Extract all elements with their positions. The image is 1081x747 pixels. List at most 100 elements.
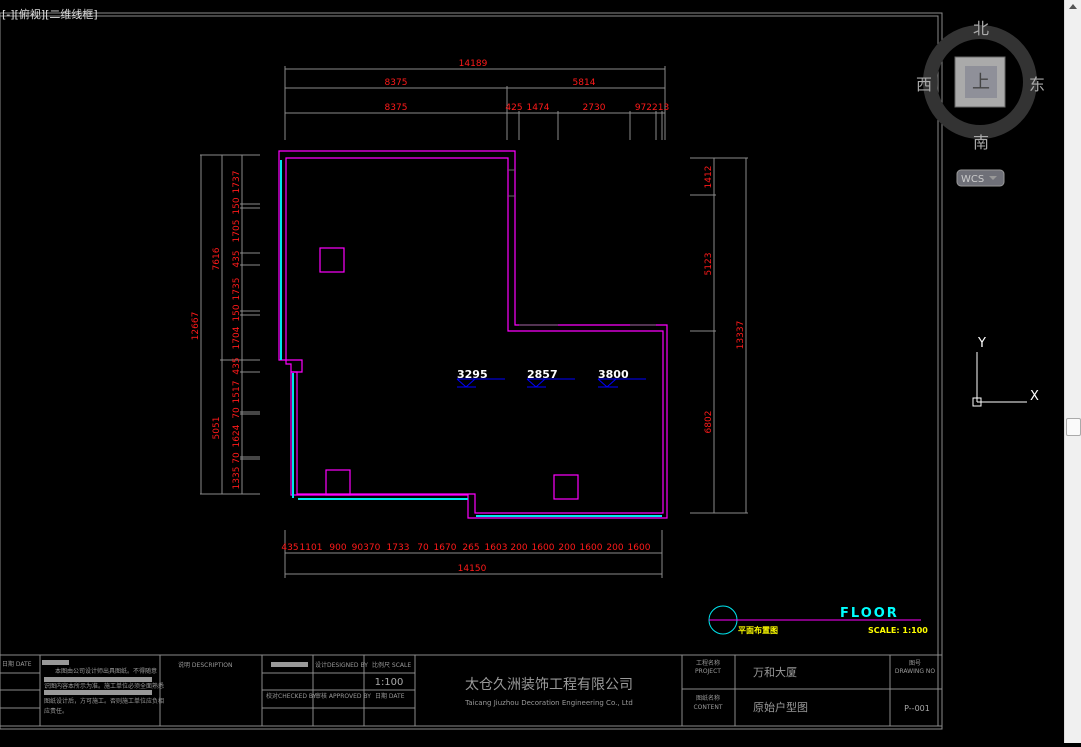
note-line: 应责任。 [44, 707, 68, 715]
ucs-y-label: Y [977, 336, 986, 351]
title-block: 日期 DATE 本图由公司设计师出具图纸。不得随意 识图内容本所示为准。施工单位… [0, 654, 942, 727]
viewcube[interactable]: 上 北 南 东 西 WCS [916, 19, 1045, 187]
approved-by-label: 审核 APPROVED BY [315, 692, 371, 700]
drawing-no-label: 图号 [909, 660, 921, 667]
dim-text: 1624 [232, 424, 242, 447]
content-label-en: CONTENT [693, 704, 722, 711]
dim-text: 5051 [212, 417, 222, 440]
project-label-en: PROJECT [695, 668, 721, 675]
viewport-controls-label[interactable]: [-][俯视][二维线框] [2, 8, 98, 21]
dim-text: 1737 [232, 171, 242, 194]
level-marks: 3295 2857 3800 [456, 368, 646, 388]
svg-text:2857: 2857 [527, 368, 558, 381]
dim-text: 70 [417, 543, 429, 553]
dim-text: 14150 [458, 564, 487, 574]
svg-text:FLOOR: FLOOR [840, 606, 899, 621]
scale-label: 比例尺 SCALE [372, 661, 411, 669]
dim-text: 150 [232, 197, 242, 214]
dim-text: 265 [462, 543, 479, 553]
svg-text:SCALE: 1:100: SCALE: 1:100 [868, 626, 928, 635]
dim-text: 972213 [635, 103, 669, 113]
dim-text: 425 [505, 103, 522, 113]
dim-text: 1517 [232, 381, 242, 404]
dim-text: 7616 [212, 247, 222, 270]
viewcube-top-label[interactable]: 上 [972, 72, 990, 93]
dim-text: 200 [510, 543, 527, 553]
drawing-no-label-en: DRAWING NO [895, 668, 936, 675]
inner-wall [285, 157, 664, 514]
dim-text: 1735 [232, 278, 242, 301]
column [553, 474, 579, 500]
dim-text: 5123 [704, 253, 714, 276]
scroll-up-arrow-icon[interactable] [1069, 4, 1077, 9]
checked-by-label: 校对CHECKED BY [266, 692, 317, 700]
dim-text: 1733 [387, 543, 410, 553]
column [325, 469, 351, 496]
svg-text:3295: 3295 [457, 368, 488, 381]
dim-text: 6802 [704, 411, 714, 434]
note-line: 本图由公司设计师出具图纸。不得随意 [55, 667, 157, 675]
dim-text: 90370 [352, 543, 381, 553]
scroll-thumb[interactable] [1066, 418, 1081, 436]
ucs-icon: Y X [972, 336, 1039, 407]
dim-text: 1600 [532, 543, 555, 553]
right-dimensions: 1412 5123 6802 13337 [690, 157, 748, 514]
level-mark: 3800 [597, 368, 646, 388]
bottom-dimensions: 435 1101 900 90370 1733 70 1670 265 1603… [281, 530, 663, 578]
dim-text: 1412 [704, 166, 714, 189]
dim-text: 1600 [580, 543, 603, 553]
note-line: 识图内容本所示为准。施工单位必须全面熟悉 [44, 682, 164, 690]
content-value: 原始户型图 [753, 700, 808, 714]
dim-text: 1101 [300, 543, 323, 553]
top-dimensions: 14189 8375 5814 8375 425 1474 2730 97221… [284, 59, 669, 140]
wcs-label[interactable]: WCS [961, 174, 984, 185]
floor-plan [278, 150, 668, 519]
drawing-viewport[interactable]: 14189 8375 5814 8375 425 1474 2730 97221… [0, 0, 1064, 743]
sheet-border [0, 12, 943, 730]
dim-text: 8375 [385, 103, 408, 113]
dim-text: 150 [232, 304, 242, 321]
dim-text: 70 [232, 407, 242, 419]
project-label: 工程名称 [696, 659, 720, 667]
drawing-title: FLOOR 平面布置图 SCALE: 1:100 [708, 605, 928, 635]
dim-text: 900 [329, 543, 346, 553]
date-label: 日期 DATE [2, 660, 32, 668]
drawing-no-value: P--001 [904, 704, 930, 713]
dim-text: 1335 [232, 467, 242, 490]
outer-wall [278, 150, 668, 519]
dim-text: 435 [232, 357, 242, 374]
compass-east[interactable]: 东 [1029, 75, 1045, 94]
column [319, 247, 345, 273]
wcs-dropdown[interactable]: WCS [956, 169, 1005, 187]
dim-text: 200 [558, 543, 575, 553]
dim-text: 12667 [191, 312, 201, 341]
description-label: 说明 DESCRIPTION [178, 661, 233, 669]
level-mark: 2857 [526, 368, 575, 388]
dim-text: 14189 [459, 59, 488, 69]
compass-ring [923, 25, 1037, 139]
content-label: 图纸名称 [696, 694, 720, 702]
dim-text: 1603 [485, 543, 508, 553]
dim-text: 200 [606, 543, 623, 553]
company-name-en: Taicang Jiuzhou Decoration Engineering C… [464, 699, 633, 707]
dim-text: 1704 [232, 326, 242, 349]
compass-south[interactable]: 南 [973, 133, 989, 152]
scale-value: 1:100 [375, 677, 404, 688]
compass-north[interactable]: 北 [973, 19, 989, 38]
dim-text: 1705 [232, 220, 242, 243]
chevron-down-icon [989, 176, 997, 180]
project-value: 万和大厦 [753, 665, 797, 679]
dim-text: 5814 [573, 78, 596, 88]
svg-text:3800: 3800 [598, 368, 629, 381]
dim-text: 435 [281, 543, 298, 553]
left-dimensions: 12667 7616 5051 1737 150 1705 435 1735 1… [191, 154, 260, 495]
note-line: 图纸设计后，方可施工。否则施工单位应负相 [44, 697, 164, 705]
compass-west[interactable]: 西 [916, 75, 932, 94]
dim-text: 2730 [583, 103, 606, 113]
vertical-scrollbar[interactable] [1064, 0, 1081, 743]
level-mark: 3295 [456, 368, 505, 388]
dim-text: 8375 [385, 78, 408, 88]
drawing-canvas[interactable]: 14189 8375 5814 8375 425 1474 2730 97221… [0, 0, 1064, 743]
dim-text: 1474 [527, 103, 550, 113]
svg-text:平面布置图: 平面布置图 [738, 625, 778, 635]
